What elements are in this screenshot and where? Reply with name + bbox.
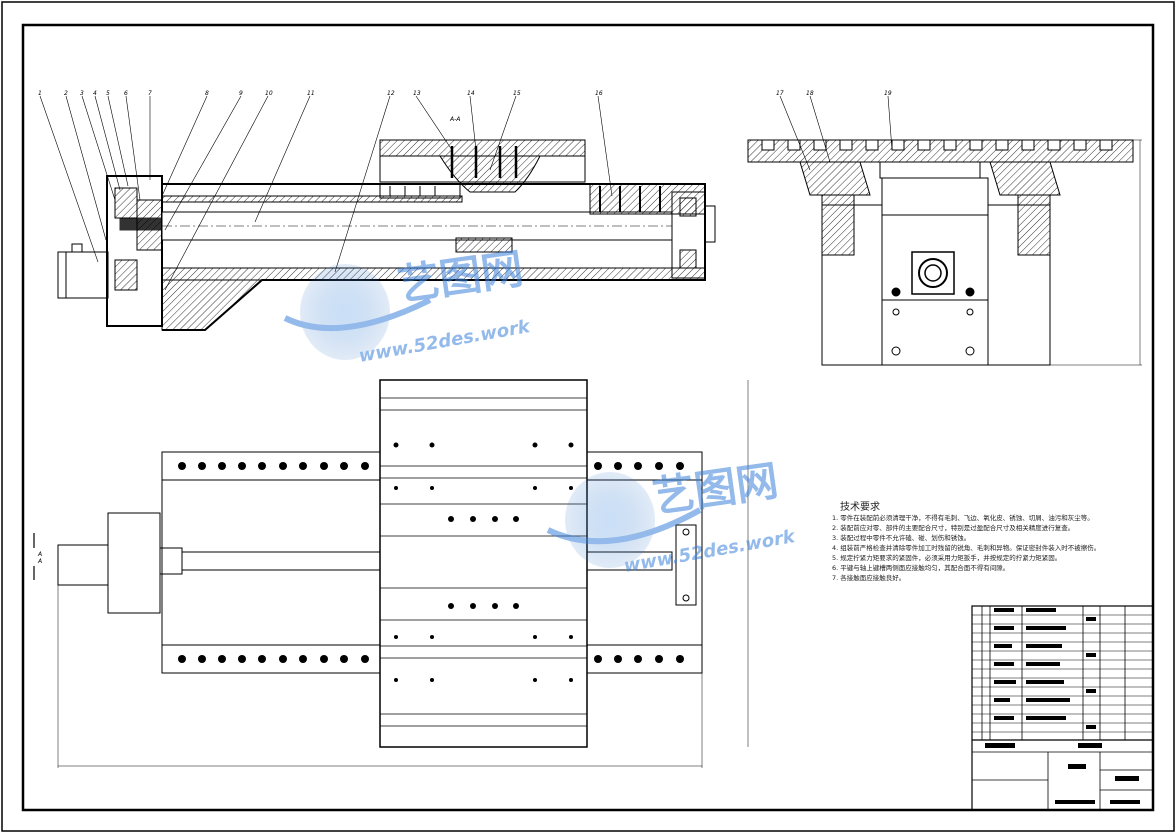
section-view [57,139,716,331]
part-number-16: 16 [595,90,603,97]
part-number-6: 6 [124,90,128,97]
part-leaders [39,95,613,291]
watermark-logo: 艺图网 [395,244,527,310]
end-view-leaders [779,95,893,171]
notes-title: 技术要求 [840,500,880,513]
part-number-3: 3 [80,90,84,97]
bom-rows [972,614,1153,733]
watermark-1: 艺图网 www.52des.work [283,244,532,367]
nut [455,237,513,253]
part-number-7: 7 [148,90,152,97]
end-housing [106,175,163,327]
part-number-17: 17 [776,90,784,97]
part-number-2: 2 [64,90,68,97]
part-number-19: 19 [884,90,892,97]
slide-table [379,379,588,748]
notes-item-4: 4. 组装前严格检查并清除零件加工时残留的锐角、毛刺和异物。保证密封件装入时不被… [832,543,1100,552]
part-number-5: 5 [106,90,110,97]
notes-item-6: 6. 平键与轴上键槽两侧面应接触均匀，其配合面不得有间隙。 [832,563,1009,572]
part-number-8: 8 [205,90,209,97]
drawing-frame [21,23,1155,812]
section-label: A-A [449,116,460,123]
part-number-11: 11 [307,90,315,97]
plan-view [57,379,749,768]
part-number-10: 10 [265,90,273,97]
technical-requirements: 技术要求 1. 零件在装配前必须清理干净，不得有毛刺、飞边、氧化皮、锈蚀、切屑、… [832,500,1100,582]
part-number-9: 9 [239,90,243,97]
part-number-15: 15 [513,90,521,97]
motor-circle [918,258,948,288]
part-number-13: 13 [413,90,421,97]
part-number-labels: 1 2 3 4 5 6 7 8 9 10 11 12 13 14 15 16 A… [38,90,603,123]
notes-item-2: 2. 装配前应对零、部件的主要配合尺寸，特别是过盈配合尺寸及相关精度进行复查。 [832,523,1074,532]
view-marker-top: A [37,551,42,558]
bom-text-blocks [985,608,1140,804]
notes-item-3: 3. 装配过程中零件不允许磕、碰、划伤和锈蚀。 [832,533,970,542]
part-number-14: 14 [467,90,475,97]
end-view [747,139,1142,366]
part-number-18: 18 [806,90,814,97]
title-block [971,605,1154,811]
notes-item-5: 5. 规定拧紧力矩要求的紧固件，必须采用力矩扳手，并按规定的拧紧力矩紧固。 [832,553,1061,562]
rail-holes [178,442,684,682]
notes-item-1: 1. 零件在装配前必须清理干净，不得有毛刺、飞边、氧化皮、锈蚀、切屑、油污和灰尘… [832,513,1094,522]
part-number-1: 1 [38,90,42,97]
notes-item-7: 7. 各接触面应接触良好。 [832,573,905,582]
motor-plan [107,512,161,614]
part-number-12: 12 [387,90,395,97]
view-marker-bottom: A [37,558,42,565]
part-number-4: 4 [93,90,97,97]
